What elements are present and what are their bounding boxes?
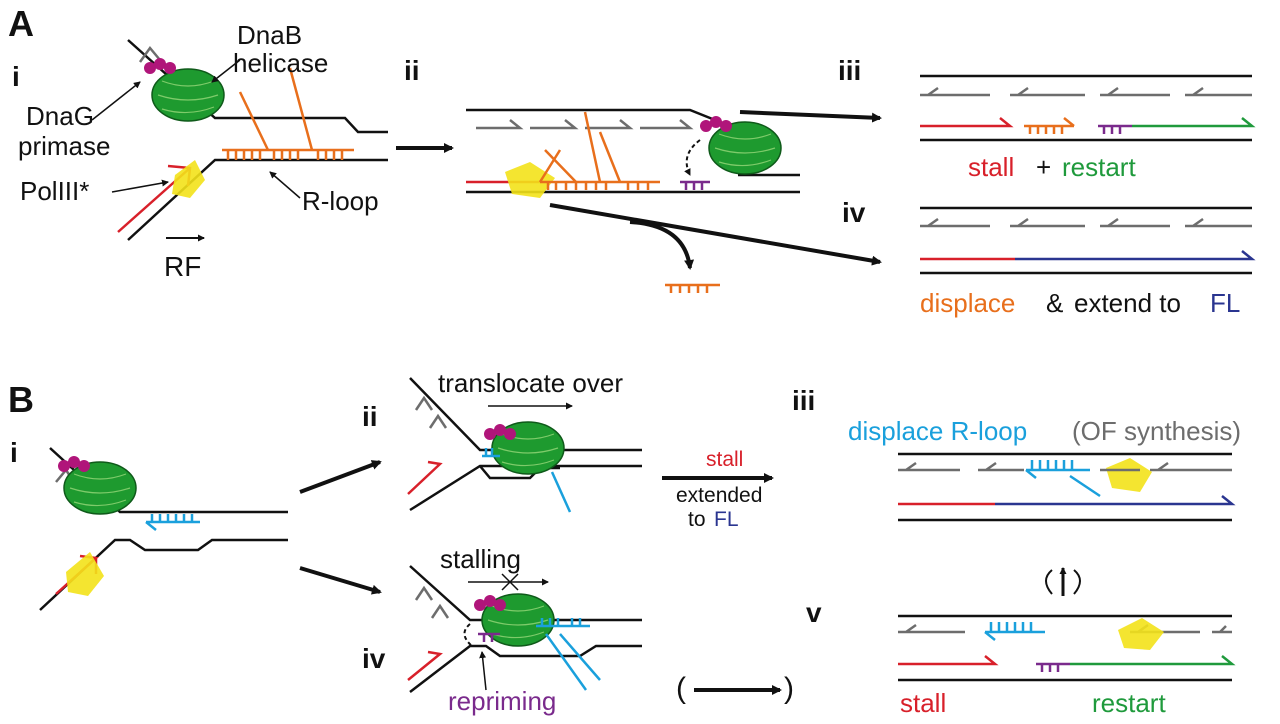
panel-a-i-numeral: i <box>12 61 20 92</box>
b-iv-open-paren: ( <box>676 672 686 705</box>
dnag-label: DnaG <box>26 101 94 131</box>
panel-a-label: A <box>8 3 34 44</box>
panel-a-iii-numeral: iii <box>838 55 861 86</box>
arrow-a-displace <box>629 220 695 270</box>
b-v-stall: stall <box>900 688 946 718</box>
b-iii-displace: displace R-loop <box>848 416 1027 446</box>
b-iv-close-paren: ) <box>784 672 794 705</box>
helicase-icon <box>151 68 225 122</box>
a-iv-displace: displace <box>920 288 1015 318</box>
panel-b-i-fork <box>39 447 288 611</box>
arrow-b-i-iv <box>299 566 382 595</box>
b-middle-extended: extended <box>676 484 762 507</box>
a-iv-extend: extend to <box>1074 288 1181 318</box>
b-middle-to: to <box>688 508 706 531</box>
panel-b-iii-duplex <box>898 452 1236 522</box>
primase-icon <box>144 58 176 74</box>
panel-b-v-numeral: v <box>806 597 822 628</box>
b-middle-fl: FL <box>714 508 739 531</box>
repriming-label: repriming <box>448 686 556 716</box>
panel-b-iii-numeral: iii <box>792 385 815 416</box>
rloop-icon <box>222 67 354 160</box>
panel-b-ii-fork <box>407 377 642 513</box>
helicase-label: helicase <box>233 48 328 78</box>
b-middle-stall: stall <box>706 448 743 471</box>
pol-label: PolIII* <box>20 176 89 206</box>
panel-b-i-numeral: i <box>10 437 18 468</box>
arrow-a-ii-iv <box>549 203 882 266</box>
rloop-label: R-loop <box>302 186 379 216</box>
a-iv-fl: FL <box>1210 288 1240 318</box>
panel-a-i-fork <box>117 39 388 241</box>
polymerase-icon <box>172 160 205 198</box>
arrow-a-ii-iii <box>739 110 882 123</box>
panel-b-ii-numeral: ii <box>362 401 378 432</box>
primase-label: primase <box>18 131 110 161</box>
stalling-label: stalling <box>440 544 521 574</box>
b-v-restart: restart <box>1092 688 1166 718</box>
panel-b-label: B <box>8 379 34 420</box>
panel-a-ii-numeral: ii <box>404 55 420 86</box>
panel-a-iv-duplex <box>920 206 1256 275</box>
b-iii-of: (OF synthesis) <box>1072 416 1241 446</box>
displaced-rna-icon <box>665 283 720 293</box>
a-iii-stall: stall <box>968 152 1014 182</box>
panel-a-ii-fork <box>466 108 800 198</box>
arrow-b-i-ii <box>299 460 382 494</box>
a-iii-restart: restart <box>1062 152 1136 182</box>
panel-a-iv-numeral: iv <box>842 197 866 228</box>
a-iii-plus: + <box>1036 152 1051 182</box>
dnab-label: DnaB <box>237 20 302 50</box>
panel-b-v-duplex <box>898 614 1236 682</box>
panel-b-iv-fork <box>407 565 642 693</box>
panel-b-iv-numeral: iv <box>362 643 386 674</box>
translocate-label: translocate over <box>438 368 623 398</box>
panel-a-iii-duplex <box>920 74 1256 142</box>
rf-label: RF <box>164 251 201 282</box>
a-iv-amp: & <box>1046 288 1063 318</box>
